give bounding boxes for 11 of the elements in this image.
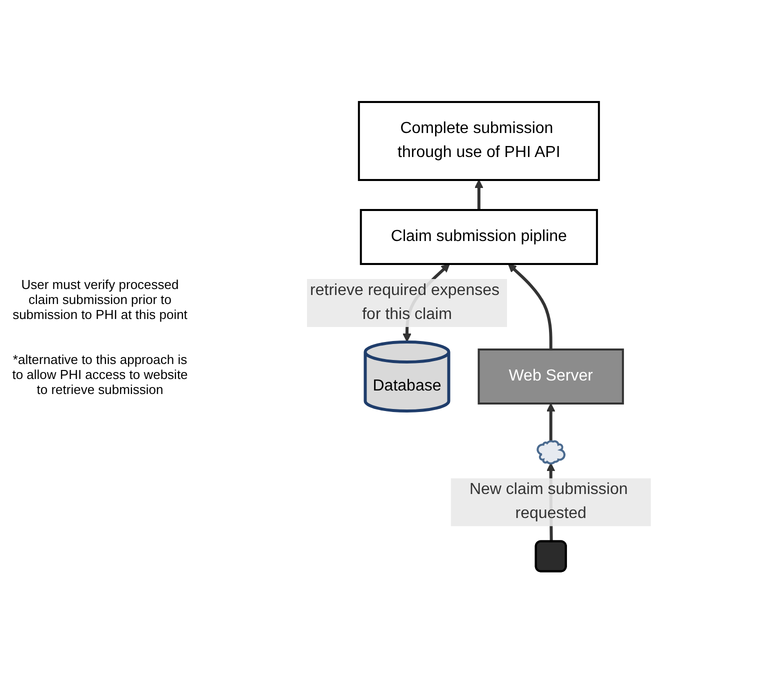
note-text: User must verify processed claim submission prior to submission to PHI at this point [12,277,188,322]
edge-label: New claim submission requested [470,482,628,523]
arrow [546,403,556,442]
node-cloud [536,440,566,465]
arrow [508,264,552,350]
arrow [474,180,484,210]
edge-label: retrieve required expenses for this claim [310,282,500,324]
note-text: *alternative to this approach is to allow PHI access to website to retrieve submission [11,352,189,397]
node-box: Claim submission pipline [360,209,598,266]
node-box: Complete submission through use of PHI API [358,101,600,182]
node-box: Web Server [478,348,624,405]
